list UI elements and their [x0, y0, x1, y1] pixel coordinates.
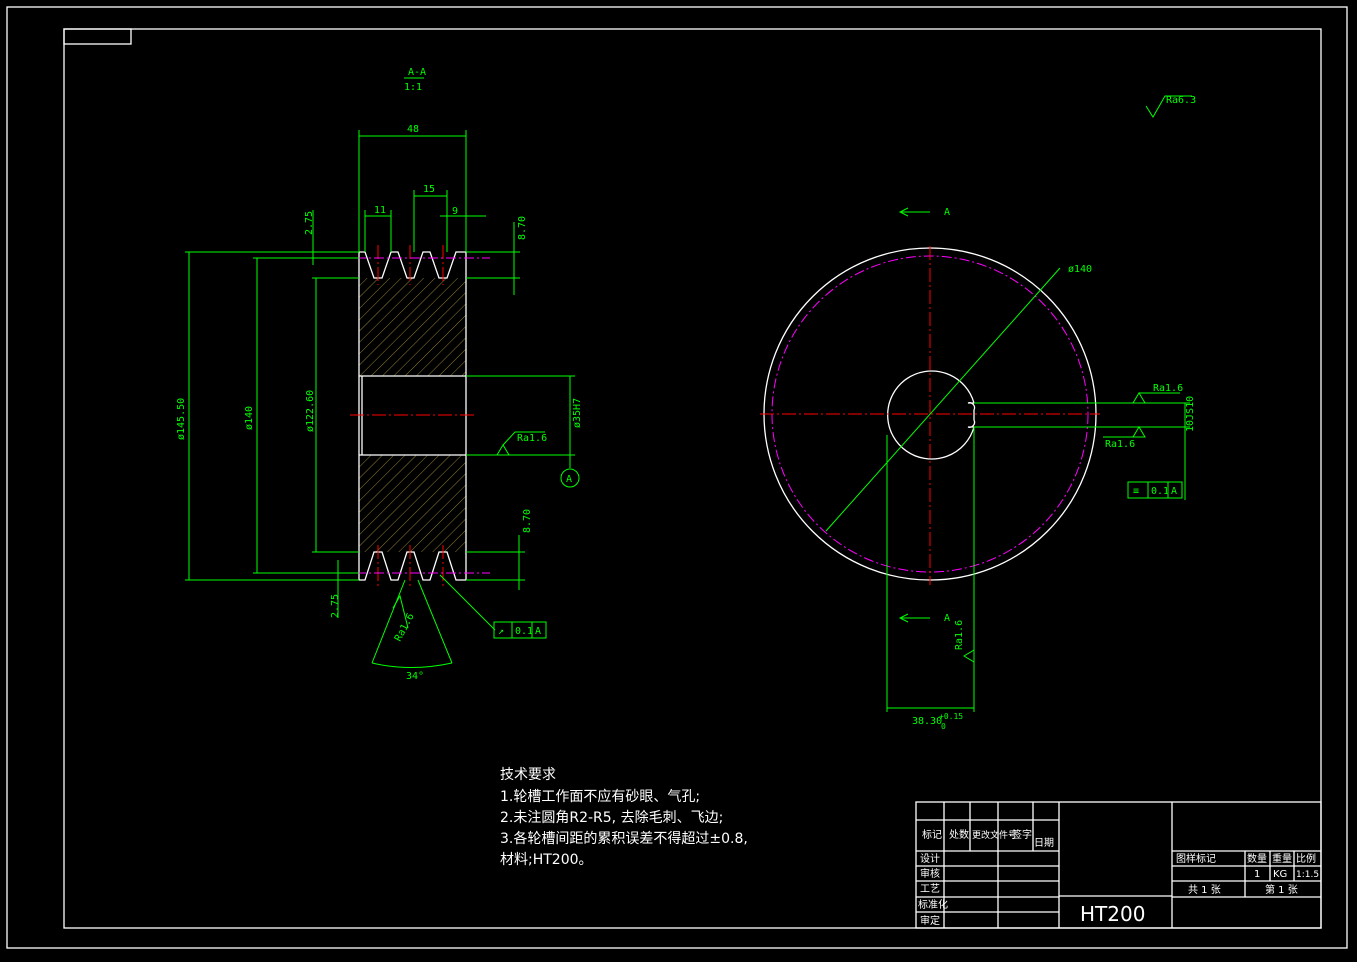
bore-outline — [887, 370, 975, 460]
tb-weight-val: KG — [1273, 869, 1287, 880]
tb-weight: 重量 — [1272, 852, 1292, 865]
dim-edge: 9 — [452, 206, 458, 217]
tb-date: 日期 — [1034, 837, 1054, 849]
datum-a-label: A — [566, 474, 572, 485]
front-view: A A ø140 10JS10 Ra1.6 Ra1.6 ≡ 0.1 A 38.3… — [760, 207, 1196, 731]
key-depth: 38.30 — [912, 716, 942, 727]
tb-review: 审核 — [920, 867, 940, 880]
dim-pitch-dia: ø140 — [244, 406, 255, 430]
dim-offset-bottom: 2.75 — [330, 594, 341, 618]
key-width: 10JS10 — [1185, 396, 1196, 432]
dim-depth-top: 8.70 — [517, 216, 528, 240]
tb-qty: 数量 — [1247, 852, 1267, 865]
note-3: 3.各轮槽间距的累积误差不得超过±0.8, — [500, 830, 748, 847]
symmetry-value: 0.1 — [1151, 486, 1169, 497]
symmetry-symbol: ≡ — [1133, 486, 1139, 497]
corner-code-box — [63, 28, 132, 45]
tb-change: 更改文件号 — [972, 829, 1017, 841]
runout-value: 0.1 — [515, 626, 533, 637]
inner-frame — [63, 28, 1322, 929]
symmetry-datum: A — [1171, 486, 1177, 497]
tb-design: 设计 — [920, 852, 940, 865]
dim-root-dia: ø122.60 — [305, 390, 316, 432]
section-view: A-A 1:1 48 15 11 — [176, 67, 583, 682]
runout-datum: A — [535, 626, 541, 637]
runout-frame — [493, 621, 547, 639]
symmetry-frame — [1127, 481, 1183, 499]
dim-groove-angle: 34° — [406, 671, 424, 682]
tb-count: 处数 — [949, 828, 969, 841]
notes-title: 技术要求 — [500, 767, 556, 783]
general-roughness: Ra6.3 — [1166, 95, 1196, 106]
note-4: 材料;HT200。 — [500, 852, 593, 868]
dim-width: 48 — [407, 124, 419, 135]
tb-drawing-mark: 图样标记 — [1176, 852, 1216, 865]
section-outline — [358, 252, 467, 580]
title-block: 标记 处数 更改文件号 签字 日期 设计 审核 工艺 标准化 审定 HT200 … — [915, 801, 1322, 929]
technical-notes: 技术要求 1.轮槽工作面不应有砂眼、气孔; 2.未注圆角R2-R5, 去除毛刺、… — [500, 767, 748, 868]
tb-mark: 标记 — [922, 829, 942, 841]
cut-label-top: A — [944, 207, 950, 218]
datum-a-circle — [560, 468, 580, 488]
note-1: 1.轮槽工作面不应有砂眼、气孔; — [500, 788, 700, 805]
ra-groove: Ra1.6 — [393, 612, 417, 644]
key-depth-tol-upper: +0.15 — [939, 712, 963, 721]
front-dia: ø140 — [1068, 264, 1092, 275]
dim-bore: ø35H7 — [572, 398, 583, 428]
tb-approve: 审定 — [920, 914, 940, 927]
runout-symbol: ↗ — [498, 626, 504, 637]
dim-outer-dia: ø145.50 — [176, 398, 187, 440]
tb-material: HT200 — [1080, 902, 1145, 926]
outer-border — [6, 6, 1348, 949]
dim-groove-top: 11 — [374, 205, 386, 216]
dim-pitch: 15 — [423, 184, 435, 195]
note-2: 2.未注圆角R2-R5, 去除毛刺、飞边; — [500, 810, 723, 826]
tb-sign: 签字 — [1012, 828, 1032, 841]
grooves-bottom — [359, 551, 466, 581]
hatch-bottom — [359, 455, 466, 552]
keyway-outline — [967, 402, 976, 428]
grooves-top — [359, 251, 466, 279]
key-depth-tol-lower: 0 — [941, 722, 946, 731]
tb-scale: 比例 — [1296, 852, 1316, 865]
tb-standard: 标准化 — [918, 898, 948, 911]
tb-sheet-no: 第 1 张 — [1265, 883, 1298, 896]
tb-scale-val: 1:1.5 — [1296, 870, 1319, 880]
cut-label-bottom: A — [944, 613, 950, 624]
ra-key-top: Ra1.6 — [1153, 383, 1183, 394]
general-roughness-symbol — [1145, 95, 1192, 118]
tb-process: 工艺 — [920, 883, 940, 895]
ra-key-bottom: Ra1.6 — [1105, 439, 1135, 450]
ra-key-side: Ra1.6 — [954, 620, 965, 650]
section-scale: 1:1 — [404, 82, 422, 93]
section-label: A-A — [408, 67, 426, 78]
ra-bore: Ra1.6 — [517, 433, 547, 444]
hatch-top — [359, 278, 466, 376]
tb-sheets-total: 共 1 张 — [1188, 884, 1221, 896]
tb-qty-val: 1 — [1254, 869, 1260, 880]
dim-offset-top: 2.75 — [304, 211, 315, 235]
dim-depth-bottom: 8.70 — [522, 509, 533, 533]
